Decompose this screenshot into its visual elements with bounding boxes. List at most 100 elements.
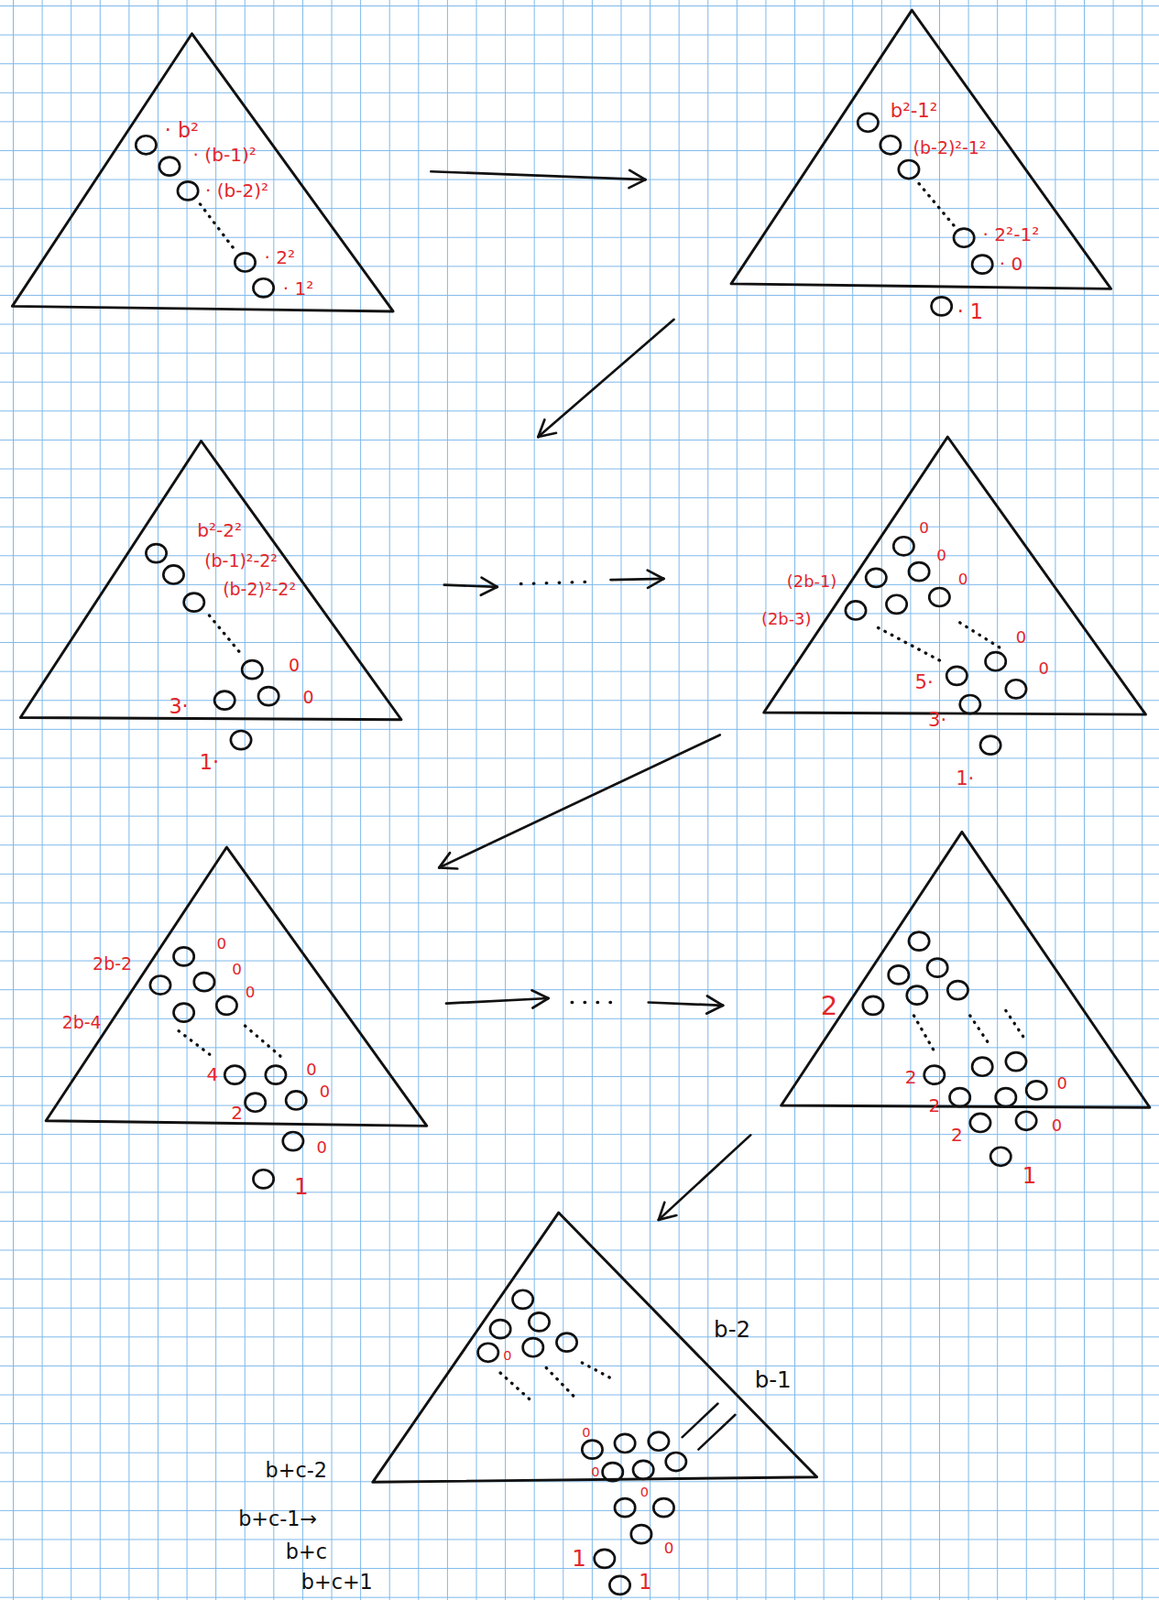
red-annotation: (2b-3)	[761, 612, 811, 629]
black-label: b-1	[754, 1369, 792, 1393]
triangle-frame: 2222001	[781, 831, 1150, 1108]
red-annotation: 0	[918, 521, 930, 537]
bead	[265, 1066, 286, 1085]
red-annotation: · 2²	[264, 248, 296, 267]
ellipsis-dots	[970, 1016, 991, 1047]
bead	[898, 160, 919, 179]
bead	[880, 135, 901, 154]
bead	[946, 666, 967, 686]
leader-line	[682, 1403, 719, 1438]
red-annotation: 1	[638, 1572, 652, 1593]
bead	[283, 1132, 304, 1151]
ellipsis-dots	[581, 1363, 611, 1379]
arrow-stroke	[430, 171, 646, 180]
bead	[1005, 679, 1027, 699]
red-annotation: (2b-1)	[787, 573, 837, 591]
arrow-stroke	[658, 1135, 751, 1221]
red-annotation: · (b-1)²	[193, 145, 257, 165]
bead	[258, 687, 279, 706]
bead	[960, 695, 981, 714]
bead	[972, 255, 993, 274]
arrow-stroke	[571, 1001, 624, 1005]
red-annotation: · 0	[999, 255, 1024, 274]
flow-arrow	[444, 570, 665, 596]
red-annotation: 3·	[168, 696, 188, 717]
bead	[947, 981, 968, 1000]
arrow-stroke	[438, 734, 720, 868]
arrow-stroke	[610, 579, 664, 580]
bead	[252, 278, 274, 297]
arrow-stroke	[647, 579, 664, 589]
bead	[972, 1058, 993, 1077]
triangle-outline	[372, 1213, 818, 1483]
arrow-stroke	[629, 170, 646, 180]
red-annotation: · 1	[957, 301, 984, 322]
red-annotation: 0	[1056, 1076, 1067, 1094]
arrow-stroke	[438, 852, 450, 868]
red-annotation: 0	[581, 1425, 591, 1439]
bead	[924, 1066, 945, 1085]
bead	[528, 1312, 549, 1332]
red-annotation: 2	[230, 1104, 243, 1123]
bead	[970, 1114, 991, 1133]
red-annotation: (b-1)²-2²	[204, 553, 278, 571]
ellipsis-dots	[960, 623, 1002, 649]
bead	[234, 252, 255, 272]
red-annotation: 5·	[915, 672, 934, 692]
arrow-stroke	[531, 990, 548, 999]
arrow-stroke	[446, 998, 548, 1005]
bead	[950, 1088, 971, 1107]
bead	[885, 595, 907, 614]
bead	[857, 113, 878, 132]
red-annotation: · 1²	[283, 279, 315, 298]
bead	[241, 660, 263, 679]
ellipsis-dots	[1005, 1010, 1027, 1041]
black-label: b+c-2	[265, 1460, 328, 1481]
bead	[907, 986, 928, 1006]
bead	[244, 1093, 265, 1113]
bead	[666, 1453, 687, 1472]
ellipsis-dots	[178, 1031, 213, 1058]
red-annotation: 0	[1038, 660, 1049, 678]
red-annotation: 0	[664, 1541, 675, 1557]
bead	[173, 947, 194, 966]
red-annotation: 0	[303, 689, 315, 708]
triangle-line	[764, 437, 1147, 715]
arrow-stroke	[537, 419, 545, 438]
bead	[163, 565, 184, 584]
bead	[614, 1434, 635, 1454]
bead	[159, 157, 180, 176]
black-label: b+c-1→	[238, 1508, 318, 1530]
red-annotation: 1·	[955, 768, 974, 788]
bead	[214, 691, 235, 711]
triangle-outline	[45, 847, 427, 1127]
red-annotation: 0	[958, 572, 969, 589]
arrow-stroke	[481, 587, 498, 596]
red-annotation: · (b-2)²	[205, 181, 269, 200]
arrow-stroke	[520, 581, 587, 584]
red-annotation: 0	[1051, 1117, 1062, 1135]
ellipsis-dots	[918, 184, 955, 228]
bead	[224, 1066, 245, 1085]
bead	[135, 135, 156, 154]
bead	[908, 562, 930, 581]
triangle-frame: · b²· (b-1)²· (b-2)²· 2²· 1²	[11, 33, 394, 312]
bead	[953, 229, 974, 248]
bead	[173, 1004, 194, 1023]
triangle-line	[45, 847, 427, 1127]
red-annotation: 0	[217, 937, 228, 953]
leader-line	[698, 1415, 735, 1451]
bead	[927, 959, 948, 978]
bead	[1026, 1081, 1047, 1100]
red-annotation: 2	[951, 1126, 963, 1145]
triangle-frame: b²-2²(b-1)²-2²(b-2)²-2²003·1·	[20, 440, 402, 720]
arrow-stroke	[532, 998, 548, 1008]
red-annotation: 0	[502, 1349, 512, 1363]
bead	[929, 588, 950, 607]
flow-arrow	[446, 990, 723, 1014]
red-annotation: 2	[928, 1096, 941, 1116]
triangle-outline	[20, 440, 402, 720]
bead	[1016, 1112, 1037, 1131]
triangle-line	[781, 831, 1150, 1108]
bead	[631, 1525, 652, 1544]
